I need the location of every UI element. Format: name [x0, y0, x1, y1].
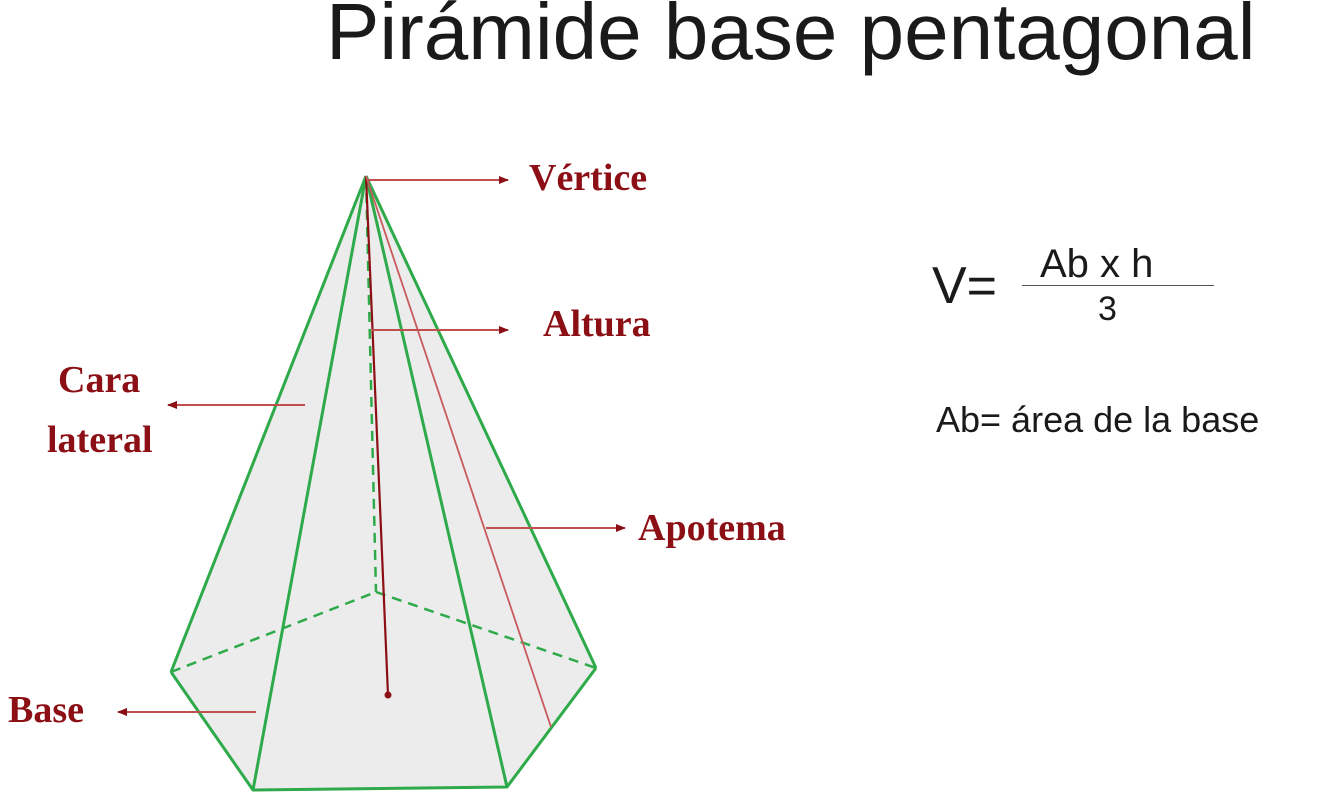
formula-numerator: Ab x h: [1040, 242, 1154, 286]
apothem-line: [365, 175, 552, 728]
page-title: Pirámide base pentagonal: [326, 0, 1256, 76]
formula-lhs: V=: [932, 257, 998, 315]
fraction-bar: [1022, 285, 1214, 286]
hidden-lateral-edge: [364, 175, 378, 593]
formula-denominator: 3: [1098, 290, 1117, 328]
hidden-base-edges: [170, 590, 597, 674]
label-vertice: Vértice: [529, 157, 647, 199]
label-apotema: Apotema: [638, 507, 786, 549]
label-altura: Altura: [543, 303, 651, 345]
height-foot-dot: [384, 691, 392, 699]
pyramid-faces: [171, 176, 596, 790]
label-base: Base: [8, 689, 84, 731]
leader-lines: [117, 176, 626, 716]
volume-formula: V= Ab x h 3: [932, 240, 1232, 340]
base-edges: [169, 667, 598, 792]
height-line: [364, 175, 390, 696]
lateral-edges: [169, 175, 598, 791]
label-cara: Cara: [58, 359, 140, 401]
label-lateral: lateral: [47, 419, 153, 461]
base-area-note: Ab= área de la base: [936, 399, 1260, 440]
